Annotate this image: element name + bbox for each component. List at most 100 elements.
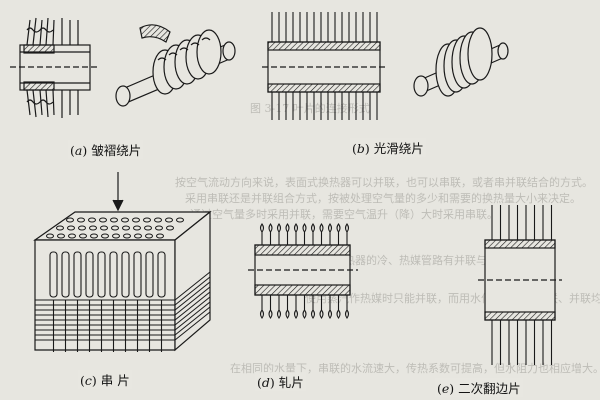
caption-a: (a) 皱褶绕片 <box>68 140 144 159</box>
caption-e: (e) 二次翻边片 <box>435 378 523 397</box>
tube-hole <box>165 217 173 223</box>
caption-b-letter: b <box>356 141 365 156</box>
rolled-fin <box>319 295 324 319</box>
tube <box>97 251 106 298</box>
rolled-fin <box>327 223 333 245</box>
ghost-text-7: 在相同的水量下，串联的水流速大，传热系数可提高，但水阻力也相应增大。 <box>230 362 600 375</box>
tube-hole <box>66 217 74 223</box>
caption-d-letter: d <box>261 375 270 390</box>
tube <box>49 251 58 298</box>
fig-b-fins-top <box>271 12 378 42</box>
rolled-fin <box>293 223 299 245</box>
fig-c-tube-holes <box>46 217 184 239</box>
tube-hole <box>133 225 141 231</box>
plate-line <box>174 281 211 311</box>
tube <box>145 251 154 298</box>
caption-c: (c) 串 片 <box>78 370 132 389</box>
rolled-fin <box>344 223 350 245</box>
tube <box>73 251 82 298</box>
tube <box>109 251 118 298</box>
tube-hole <box>145 233 153 239</box>
rolled-fin <box>259 295 265 319</box>
fig-b-smooth-fins-section <box>262 41 386 93</box>
tube-hole <box>101 233 109 239</box>
caption-e-letter: e <box>441 381 450 396</box>
fig-e-double-flanged-fins <box>478 239 562 321</box>
tube-hole <box>132 217 140 223</box>
tube-hole <box>67 225 75 231</box>
tube-hole <box>123 233 131 239</box>
tube <box>61 251 70 298</box>
tube <box>133 251 142 298</box>
tube-hole <box>90 233 98 239</box>
rolled-fin <box>344 295 350 319</box>
tube-hole <box>78 225 86 231</box>
caption-e-label: 二次翻边片 <box>458 381 521 396</box>
tube-hole <box>144 225 152 231</box>
ghost-text-2: 按空气流动方向来说，表面式换热器可以并联，也可以串联，或者串并联结合的方式。 <box>175 176 593 189</box>
caption-c-letter: c <box>84 373 92 388</box>
tube-hole <box>46 233 54 239</box>
rolled-fin <box>268 295 273 319</box>
plate-line <box>174 286 211 316</box>
rolled-fin <box>285 223 290 245</box>
tube-hole <box>156 233 164 239</box>
tube-hole <box>143 217 151 223</box>
fig-b-smooth-fins-3d <box>413 27 509 97</box>
rolled-fin <box>276 223 282 245</box>
plate-line <box>174 271 211 301</box>
plate-line <box>174 306 211 336</box>
tube-hole <box>122 225 130 231</box>
rolled-fin <box>302 223 307 245</box>
rolled-fin <box>319 223 324 245</box>
tube <box>157 251 166 298</box>
caption-a-letter: a <box>74 143 83 158</box>
plate-line <box>174 291 211 321</box>
plate-line <box>174 311 211 341</box>
ghost-text-4: 通过空气量多时采用并联，需要空气温升（降）大时采用串联。 <box>190 208 498 221</box>
rolled-fin <box>293 295 299 319</box>
fig-d-fins <box>259 223 350 319</box>
rolled-fin <box>268 223 273 245</box>
tube-hole <box>68 233 76 239</box>
fig-e-fins <box>491 205 553 365</box>
ghost-text-3: 采用串联还是并联组合方式，按被处理空气量的多少和需要的换热量大小来决定。 <box>185 192 581 205</box>
fig-d-rolled-fins <box>248 244 358 296</box>
tube-hole <box>166 225 174 231</box>
tube-hole <box>100 225 108 231</box>
fig-a-crimped-fins-3d <box>115 24 236 107</box>
tube-hole <box>77 217 85 223</box>
tube-hole <box>112 233 120 239</box>
plate-line <box>174 276 211 306</box>
plate-line <box>174 296 211 326</box>
caption-c-label: 串 片 <box>100 373 130 388</box>
rolled-fin <box>302 295 307 319</box>
fig-c-tubes <box>49 251 166 352</box>
tube-hole <box>134 233 142 239</box>
rolled-fin <box>336 295 341 319</box>
plate-line <box>174 301 211 331</box>
rolled-fin <box>259 223 265 245</box>
fig-a-crimped-fins-section <box>10 17 98 118</box>
ghost-text-5: 表面式换热器的冷、热媒管路有并联与串联之分。 <box>300 254 542 267</box>
tube-hole <box>155 225 163 231</box>
fig-c-fin-stack <box>35 271 211 341</box>
tube-hole <box>99 217 107 223</box>
tube-hole <box>57 233 65 239</box>
tube-hole <box>79 233 87 239</box>
tube <box>121 251 130 298</box>
rolled-fin <box>285 295 290 319</box>
tube-hole <box>154 217 162 223</box>
caption-a-label: 皱褶绕片 <box>91 143 142 158</box>
rolled-fin <box>310 295 316 319</box>
tube-hole <box>121 217 129 223</box>
caption-d: (d) 轧片 <box>255 372 306 391</box>
tube-hole <box>176 217 184 223</box>
rolled-fin <box>276 295 282 319</box>
caption-d-label: 轧片 <box>278 375 304 390</box>
tube-hole <box>88 217 96 223</box>
tube-hole <box>56 225 64 231</box>
rolled-fin <box>327 295 333 319</box>
tube-hole <box>110 217 118 223</box>
